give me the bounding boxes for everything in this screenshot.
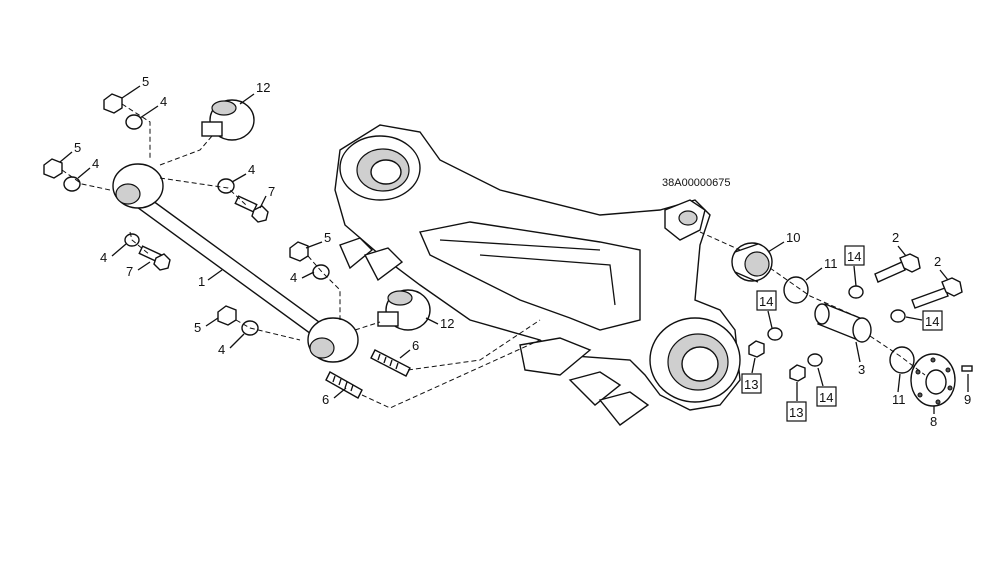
- boxed-callout-14: 14: [759, 294, 773, 309]
- callout-6: 6: [412, 338, 419, 353]
- nut-13a: [748, 340, 765, 358]
- callout-6: 6: [322, 392, 329, 407]
- boxed-callout-14: 14: [925, 314, 939, 329]
- washer-14b: [890, 309, 906, 323]
- pivot-assembly: [699, 231, 973, 407]
- washer-4c: [217, 178, 235, 194]
- nut-5a: [103, 93, 123, 114]
- callout-4: 4: [160, 94, 167, 109]
- callout-2: 2: [934, 254, 941, 269]
- callout-5: 5: [194, 320, 201, 335]
- callout-7: 7: [126, 264, 133, 279]
- bushing-lower: [377, 289, 431, 331]
- reference-code: 38A00000675: [662, 177, 731, 189]
- main-frame: [334, 124, 741, 426]
- callout-2: 2: [892, 230, 899, 245]
- nut-5d: [217, 305, 237, 326]
- callout-9: 9: [964, 392, 971, 407]
- boxed-callouts: 14 14 14 14 13 13: [741, 245, 943, 422]
- callout-4: 4: [218, 342, 225, 357]
- washer-14a: [848, 285, 864, 299]
- callout-4: 4: [100, 250, 107, 265]
- callout-5: 5: [74, 140, 81, 155]
- washer-14d: [807, 353, 823, 367]
- callout-11: 11: [892, 392, 906, 407]
- callout-11: 11: [824, 256, 838, 271]
- washer-4b: [63, 176, 81, 192]
- stud-6b: [325, 371, 363, 399]
- nut-13b: [789, 364, 806, 382]
- callout-12: 12: [440, 316, 454, 331]
- bearing-10: [731, 242, 773, 283]
- cap-8: [910, 353, 956, 407]
- callout-1: 1: [198, 274, 205, 289]
- boxed-callout-14: 14: [847, 249, 861, 264]
- nut-5b: [43, 158, 63, 179]
- callout-5: 5: [142, 74, 149, 89]
- callout-4: 4: [290, 270, 297, 285]
- callout-12: 12: [256, 80, 270, 95]
- callout-3: 3: [858, 362, 865, 377]
- boxed-callout-13: 13: [789, 405, 803, 420]
- pivot-pin-3: [814, 303, 872, 343]
- callout-5: 5: [324, 230, 331, 245]
- callout-4: 4: [248, 162, 255, 177]
- bolt-7a: [234, 195, 269, 223]
- callout-10: 10: [786, 230, 800, 245]
- bolt-2a: [874, 253, 921, 283]
- callout-4: 4: [92, 156, 99, 171]
- washer-14c: [767, 327, 783, 341]
- callouts: 5 4 12 5 4 4 7 4 7 1 5 4 12 5 4 6 6 10: [59, 74, 971, 429]
- stud-6a: [370, 349, 411, 377]
- callout-8: 8: [930, 414, 937, 429]
- link-rod-assembly: [43, 93, 541, 409]
- nut-5c: [289, 241, 309, 262]
- washer-4a: [125, 114, 143, 130]
- boxed-callout-14: 14: [819, 390, 833, 405]
- bolt-2b: [911, 277, 963, 309]
- bushing-upper: [201, 99, 255, 141]
- screw-9: [961, 365, 973, 372]
- boxed-callout-13: 13: [744, 377, 758, 392]
- callout-7: 7: [268, 184, 275, 199]
